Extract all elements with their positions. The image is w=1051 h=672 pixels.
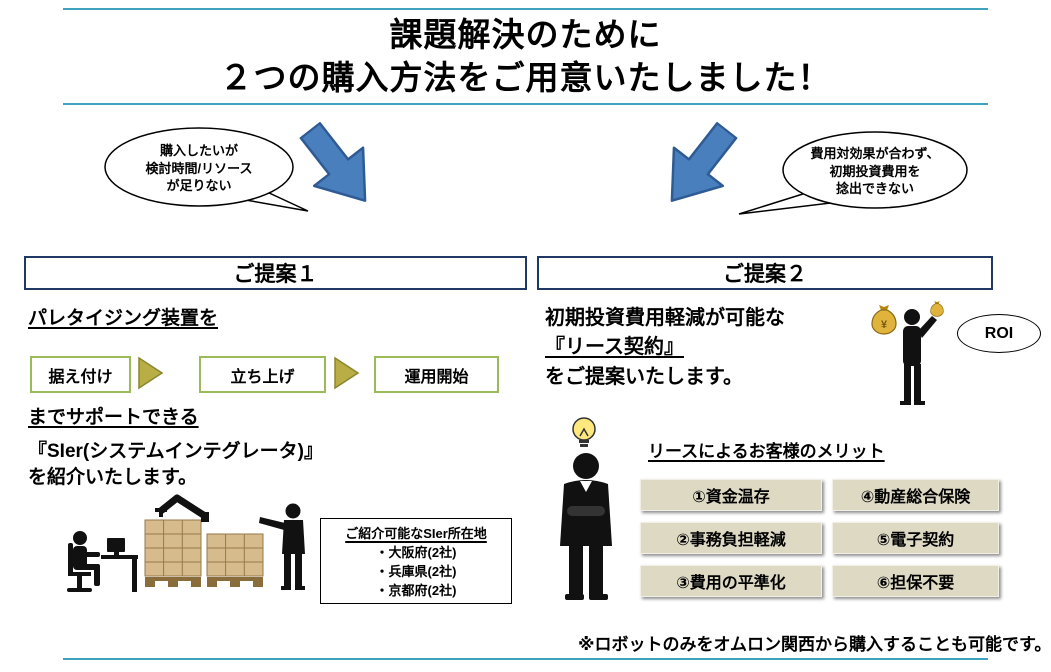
businessman-body [560, 453, 612, 600]
lease-contract-text: 『リース契約』 [545, 336, 684, 358]
left-speech-bubble: 購入したいが 検討時間/リソース が足りない [102, 125, 312, 217]
merit-item-1: ①資金温存 [640, 479, 822, 511]
lease-intro-line1: 初期投資費用軽減が可能な [545, 307, 785, 329]
flow-arrow-icon [138, 356, 164, 390]
small-money-bag-icon [930, 301, 944, 317]
step-box-installation: 据え付け [30, 356, 131, 393]
bubble-line: 捻出できない [835, 181, 914, 197]
merit-item-2: ②事務負担軽減 [640, 522, 822, 554]
step-box-startup: 立ち上げ [199, 356, 326, 393]
sier-location-item: ・兵庫県(2社) [375, 563, 457, 579]
sier-location-item: ・大阪府(2社) [375, 544, 457, 560]
pallet-stack-right [206, 533, 264, 587]
svg-text:¥: ¥ [881, 319, 888, 331]
bubble-line: が足りない [166, 178, 232, 194]
right-speech-bubble-shape [738, 131, 968, 215]
support-text: までサポートできる [28, 407, 199, 428]
bubble-line: 初期投資費用を [829, 163, 921, 179]
flow-arrow-icon [334, 356, 360, 390]
lightbulb-icon [572, 417, 596, 447]
page-title-line2: ２つの購入方法をご用意いたしました！ [219, 58, 832, 96]
sier-location-title: ご紹介可能なSIer所在地 [345, 526, 487, 541]
bubble-line: 購入したいが [159, 143, 238, 158]
step-box-operation: 運用開始 [374, 356, 499, 393]
proposal2-header: ご提案２ [537, 256, 993, 290]
top-rule [63, 8, 988, 10]
robot-arm-icon [155, 494, 209, 522]
businessman-idea-silhouette [560, 417, 612, 600]
money-bag-icon: ¥ [871, 305, 897, 335]
down-arrow-left-icon [299, 121, 367, 202]
merit-item-6: ⑥担保不要 [832, 565, 999, 597]
pallet-stack-left [144, 519, 202, 587]
bubble-line: 費用対効果が合わず、 [810, 146, 940, 161]
right-speech-bubble-text: 費用対効果が合わず、 初期投資費用を 捻出できない [783, 145, 967, 198]
businessman-roi-silhouette [900, 309, 937, 405]
palletizing-intro-text: パレタイジング装置を [28, 308, 219, 329]
sier-location-box: ご紹介可能なSIer所在地 ・大阪府(2社) ・兵庫県(2社) ・京都府(2社) [320, 518, 512, 604]
sier-location-item: ・京都府(2社) [375, 582, 457, 598]
proposal1-header: ご提案１ [24, 256, 527, 290]
page-title: 課題解決のために ２つの購入方法をご用意いたしました！ [0, 14, 1051, 100]
merits-title: リースによるお客様のメリット [648, 442, 885, 461]
merit-item-3: ③費用の平準化 [640, 565, 822, 597]
bubble-line: 検討時間/リソース [145, 160, 253, 176]
sier-text-line2: を紹介いたします。 [28, 467, 198, 488]
desk-worker-silhouette [67, 531, 138, 592]
pointing-person-silhouette [259, 503, 305, 590]
roi-badge: ROI [957, 314, 1041, 353]
roi-label: ROI [984, 324, 1014, 342]
under-title-rule [63, 103, 988, 105]
left-speech-bubble-text: 購入したいが 検討時間/リソース が足りない [102, 142, 296, 195]
bottom-rule [63, 658, 988, 660]
lease-intro-line3: をご提案いたします。 [545, 366, 743, 388]
palletizing-illustration [67, 494, 305, 592]
merit-item-5: ⑤電子契約 [832, 522, 999, 554]
proposal1-header-label: ご提案１ [233, 263, 318, 286]
left-speech-bubble-shape [104, 127, 309, 212]
proposal2-header-label: ご提案２ [723, 263, 807, 286]
footnote-text: ※ロボットのみをオムロン関西から購入することも可能です。 [578, 635, 1051, 654]
merit-item-4: ④動産総合保険 [832, 479, 999, 511]
right-speech-bubble: 費用対効果が合わず、 初期投資費用を 捻出できない [737, 130, 969, 218]
page-title-line1: 課題解決のために [389, 16, 662, 53]
sier-text-line1: 『SIer(システムインテグレータ)』 [28, 441, 323, 462]
down-arrow-right-icon [670, 121, 738, 202]
